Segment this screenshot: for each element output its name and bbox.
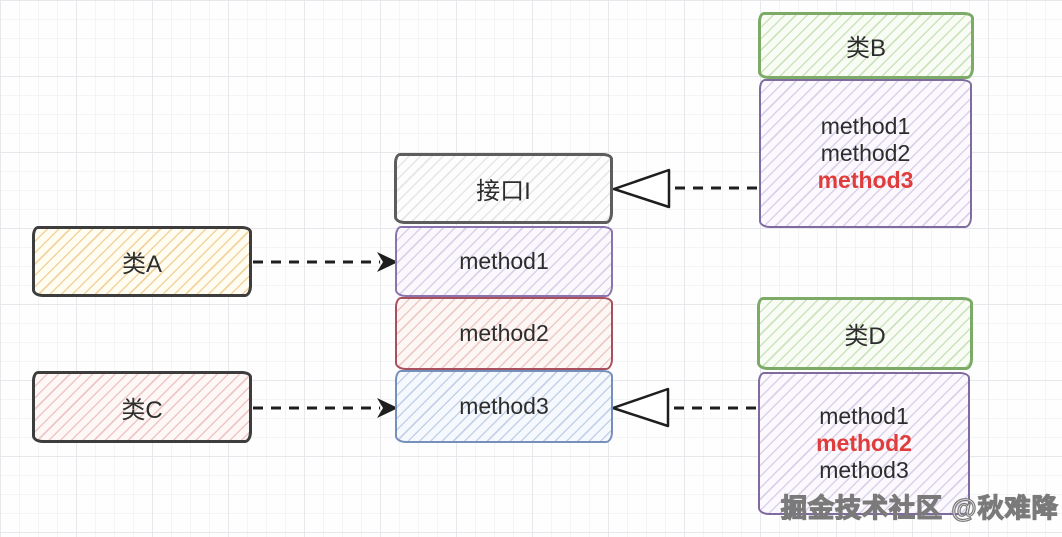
interface-method1-label: method1 [459,248,549,274]
class-d-method1-label: method1 [819,403,909,429]
class-b-methods-box: method1 method2 method3 [759,79,972,228]
class-b-method3-label-highlighted: method3 [817,167,914,193]
class-c-label: 类C [121,396,163,424]
class-d-method2-label-highlighted: method2 [816,430,912,456]
class-a-box: 类A [32,226,252,297]
interface-method3-box: method3 [395,370,613,443]
class-b-label: 类B [845,35,886,62]
arrow-class-d-realizes-method3 [611,387,756,428]
interface-title-label: 接口I [476,178,531,205]
interface-method2-box: method2 [395,297,613,370]
class-b-method1-label: method1 [820,113,911,139]
interface-title-box: 接口I [394,153,613,224]
class-b-method2-label: method2 [820,140,911,166]
interface-method2-label: method2 [459,320,549,346]
hollow-triangle-icon [611,387,670,428]
watermark-text: 掘金技术社区 @秋难降 [780,492,1059,523]
hollow-triangle-icon [612,168,671,209]
class-a-label: 类A [121,251,162,278]
arrow-class-a-to-method1 [253,252,398,272]
class-c-box: 类C [32,371,252,443]
class-b-title-box: 类B [758,12,974,79]
arrow-class-b-realizes-interface [612,168,757,209]
interface-method3-label: method3 [459,393,549,419]
solid-arrowhead-icon [377,252,398,272]
class-d-method3-label: method3 [819,457,909,483]
arrow-class-c-to-method3 [253,398,398,418]
class-d-title-box: 类D [757,297,973,370]
class-d-methods-box: method1 method2 method3 [758,372,970,515]
interface-method1-box: method1 [395,226,613,297]
solid-arrowhead-icon [377,398,398,418]
class-d-label: 类D [844,323,886,350]
